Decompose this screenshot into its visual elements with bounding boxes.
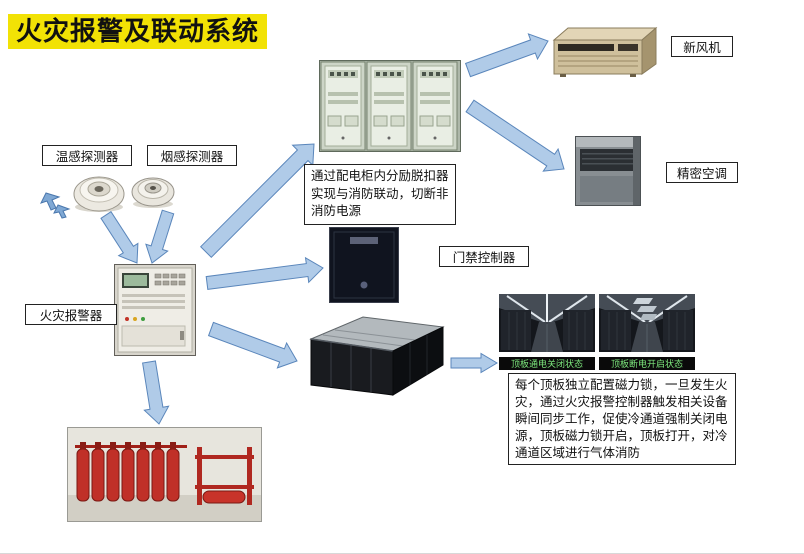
arrow-panel-to-racks: [207, 321, 298, 369]
label-access-controller: 门禁控制器: [439, 246, 529, 267]
server-racks-image: [297, 305, 447, 402]
arrow-panel-to-cylinders: [142, 360, 170, 425]
label-fresh-air-unit: 新风机: [671, 36, 733, 57]
note-panel-maglock: 每个顶板独立配置磁力锁，一旦发生火灾，通过火灾报警控制器触发相关设备瞬间同步工作…: [508, 373, 736, 466]
note-power-linkage: 通过配电柜内分励脱扣器实现与消防联动，切断非消防电源: [304, 164, 456, 225]
arrow-smoke-to-panel: [145, 209, 175, 264]
caption-panel-open: 顶板断电开启状态: [599, 357, 695, 370]
distribution-cabinets-image: [319, 60, 461, 157]
photo-panel-open: 顶板断电开启状态: [599, 294, 695, 370]
label-smoke-detector: 烟感探测器: [147, 145, 237, 166]
arrow-racks-to-photos: [450, 352, 498, 374]
decoration-arrow-icon: [40, 192, 61, 211]
caption-panel-closed: 顶板通电关闭状态: [499, 357, 595, 370]
fresh-air-unit-image: [552, 22, 660, 82]
arrow-cabinet-to-ac: [465, 99, 565, 172]
precision-ac-image: [575, 136, 641, 211]
label-temp-detector: 温感探测器: [42, 145, 132, 166]
gas-cylinders-image: [67, 427, 262, 527]
page-title: 火灾报警及联动系统: [8, 14, 268, 49]
label-precision-ac: 精密空调: [666, 162, 738, 183]
decoration-arrow-icon: [53, 204, 71, 219]
arrow-temp-to-panel: [100, 211, 139, 264]
temp-detector-image: [72, 168, 126, 219]
fire-alarm-panel-image: [114, 264, 196, 361]
access-controller-image: [329, 227, 399, 308]
photo-panel-closed: 顶板通电关闭状态: [499, 294, 595, 370]
arrow-panel-to-access: [205, 256, 324, 290]
arrow-cabinet-to-freshair: [464, 33, 549, 78]
label-fire-alarm: 火灾报警器: [25, 304, 117, 325]
smoke-detector-image: [130, 170, 176, 215]
